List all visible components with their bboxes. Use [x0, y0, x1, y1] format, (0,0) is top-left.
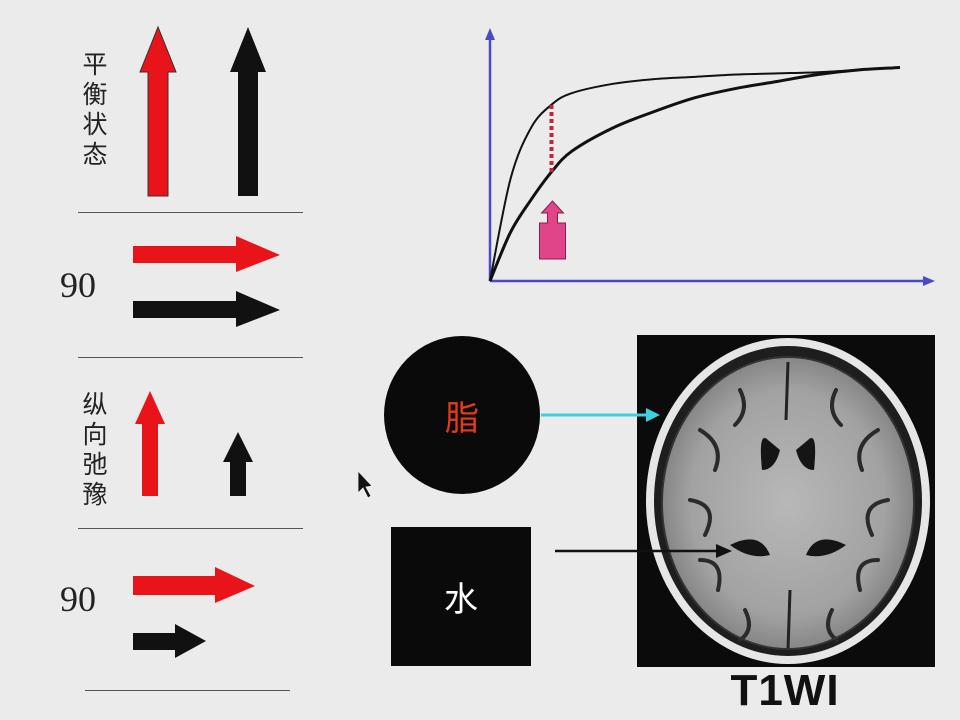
fat-circle: 脂: [384, 336, 540, 494]
ninety-label-b: 90: [60, 579, 96, 619]
red-right-arrow-90a: [133, 236, 280, 272]
red-up-arrow-relaxation: [135, 391, 165, 496]
water-label: 水: [444, 580, 478, 620]
black-up-arrow-relaxation: [223, 432, 253, 496]
ninety-label-a: 90: [60, 265, 96, 305]
equilibrium-label: 平衡状态: [82, 50, 108, 169]
divider-4: [85, 690, 290, 691]
series-line-2: [488, 66, 901, 282]
mri-brain-scan: [646, 338, 930, 664]
chart-marks: [488, 66, 901, 282]
water-square: 水: [391, 527, 531, 666]
black-arrowhead: [716, 544, 732, 558]
y-axis-arrowhead: [485, 28, 495, 40]
divider-3: [78, 528, 303, 529]
black-up-arrow-equilibrium: [230, 27, 266, 196]
series-line-1: [489, 66, 901, 282]
relaxation-label: 纵向弛豫: [82, 390, 108, 509]
x-axis-arrowhead: [923, 276, 935, 286]
mouse-cursor-icon: [357, 469, 373, 499]
divider-1: [78, 212, 303, 213]
divider-2: [78, 357, 303, 358]
black-right-arrow-90b: [133, 624, 206, 658]
black-right-arrow-90a: [133, 291, 280, 327]
pink-marker-arrow-icon: [539, 200, 566, 260]
red-up-arrow-equilibrium: [139, 25, 177, 197]
t1wi-caption: T1WI: [730, 666, 840, 715]
chart-axes: [485, 28, 935, 286]
cyan-arrowhead: [646, 408, 660, 422]
red-right-arrow-90b: [133, 567, 255, 603]
fat-label: 脂: [445, 398, 479, 439]
